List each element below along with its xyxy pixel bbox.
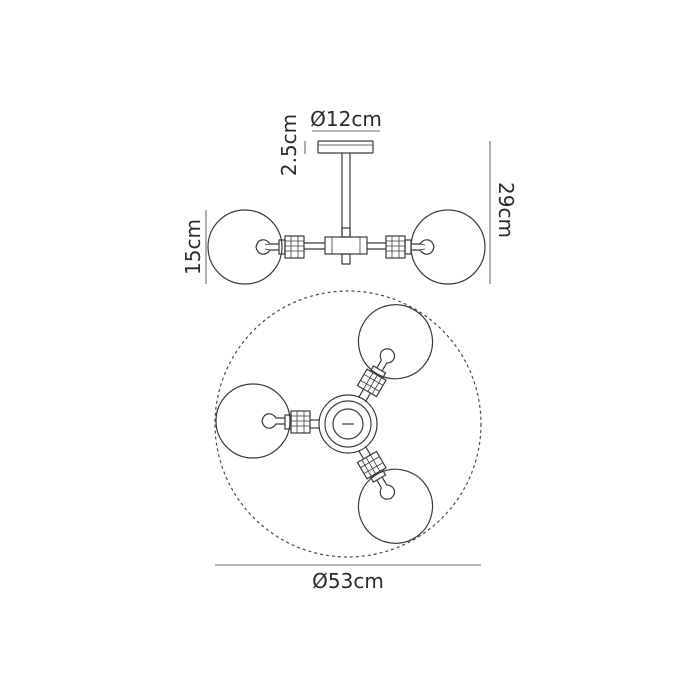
ceiling-canopy bbox=[317, 140, 374, 154]
plan-lamp-left bbox=[215, 383, 311, 459]
lamp-holder-left bbox=[278, 235, 305, 259]
arm-lower-right bbox=[358, 445, 371, 460]
globe-height-label: 15cm bbox=[181, 219, 205, 275]
overall-diameter-circle bbox=[214, 290, 482, 558]
total-height-label: 29cm bbox=[494, 182, 518, 238]
plan-lamp-upper-right bbox=[356, 304, 434, 398]
arm-left bbox=[310, 419, 320, 429]
side-elevation-view: Ø12cm 2.5cm 29cm 15cm bbox=[181, 107, 518, 285]
central-hub-plan bbox=[318, 394, 378, 454]
globe-left bbox=[207, 209, 283, 285]
plan-view: Ø53cm bbox=[214, 290, 482, 593]
canopy-height-label: 2.5cm bbox=[277, 114, 301, 176]
plan-lamp-lower-right bbox=[356, 450, 434, 544]
central-hub bbox=[304, 227, 386, 265]
canopy-diameter-label: Ø12cm bbox=[310, 107, 382, 131]
arm-upper-right bbox=[358, 388, 371, 403]
suspension-rod bbox=[341, 153, 351, 237]
lamp-holder-right bbox=[385, 235, 412, 259]
overall-diameter-label: Ø53cm bbox=[312, 569, 384, 593]
globe-right bbox=[410, 209, 486, 285]
